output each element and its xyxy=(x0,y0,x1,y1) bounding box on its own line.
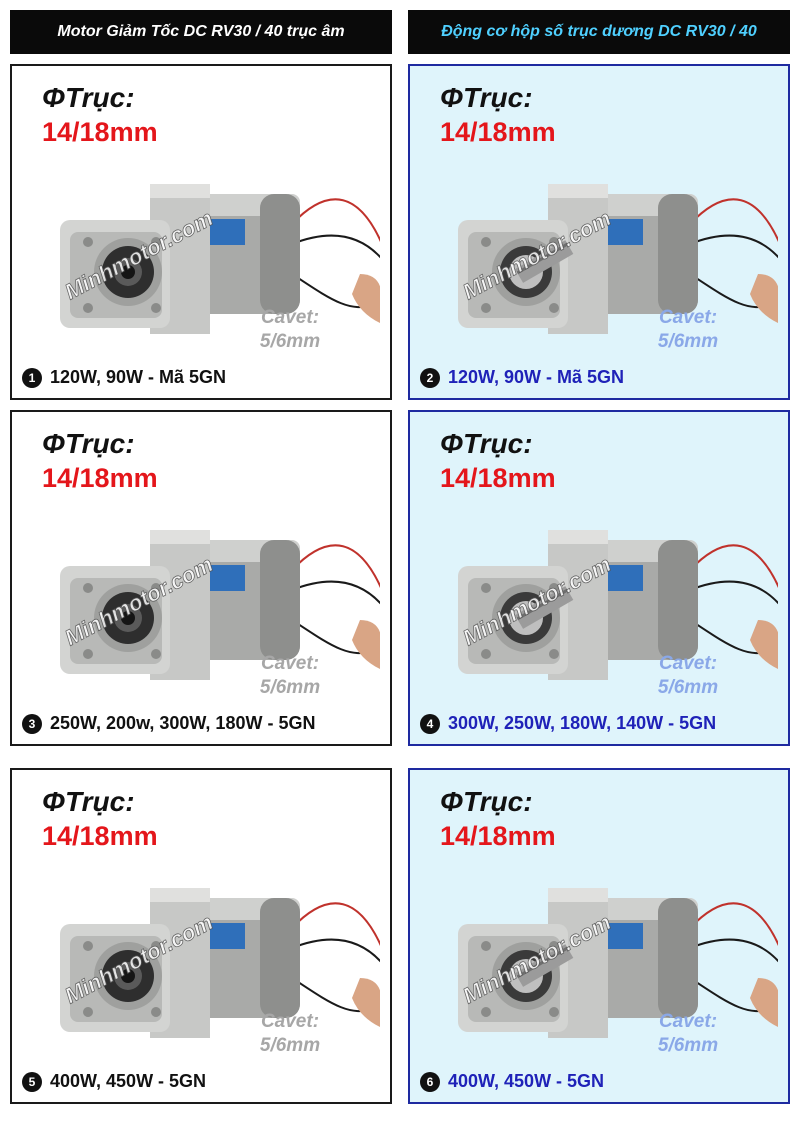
item-number-badge: 2 xyxy=(420,367,440,388)
item-number-badge: 3 xyxy=(22,713,42,734)
key-size-label: Cavet: xyxy=(658,1011,718,1032)
shaft-label: ΦTrục: xyxy=(42,82,135,113)
shaft-diameter: 14/18mm xyxy=(42,821,158,851)
key-size-label: Cavet: xyxy=(260,653,320,674)
key-size-value: 5/6mm xyxy=(657,677,719,698)
power-ratings: 120W, 90W - Mã 5GN xyxy=(50,367,227,387)
power-ratings: 400W, 450W - 5GN xyxy=(50,1071,207,1091)
power-caption: 2 120W, 90W - Mã 5GN xyxy=(420,367,624,388)
shaft-label: ΦTrục: xyxy=(440,786,533,817)
gear-motor-image: Minhmotor.com xyxy=(60,184,380,334)
key-size: Cavet: 5/6mm xyxy=(240,306,340,354)
shaft-label: ΦTrục: xyxy=(42,786,135,817)
shaft-label: ΦTrục: xyxy=(42,428,135,459)
item-number-badge: 6 xyxy=(420,1071,440,1092)
gear-motor-image: Minhmotor.com xyxy=(458,888,778,1038)
item-number-badge: 5 xyxy=(22,1071,42,1092)
power-caption: 4 300W, 250W, 180W, 140W - 5GN xyxy=(420,713,716,734)
key-size: Cavet: 5/6mm xyxy=(240,652,340,700)
key-size-value: 5/6mm xyxy=(259,677,321,698)
gear-motor-image: Minhmotor.com xyxy=(60,530,380,680)
key-size-value: 5/6mm xyxy=(657,1035,719,1056)
key-size-label: Cavet: xyxy=(658,307,718,328)
key-size: Cavet: 5/6mm xyxy=(638,1010,738,1058)
power-ratings: 120W, 90W - Mã 5GN xyxy=(448,367,625,387)
shaft-diameter: 14/18mm xyxy=(42,463,158,493)
key-size: Cavet: 5/6mm xyxy=(638,306,738,354)
power-caption: 3 250W, 200w, 300W, 180W - 5GN xyxy=(22,713,315,734)
key-size: Cavet: 5/6mm xyxy=(638,652,738,700)
item-number-badge: 4 xyxy=(420,713,440,734)
shaft-diameter: 14/18mm xyxy=(440,463,556,493)
gear-motor-image: Minhmotor.com xyxy=(458,184,778,334)
power-caption: 1 120W, 90W - Mã 5GN xyxy=(22,367,226,388)
item-number-badge: 1 xyxy=(22,367,42,388)
shaft-diameter: 14/18mm xyxy=(42,117,158,147)
shaft-diameter: 14/18mm xyxy=(440,821,556,851)
key-size-value: 5/6mm xyxy=(259,1035,321,1056)
power-ratings: 400W, 450W - 5GN xyxy=(448,1071,605,1091)
key-size-label: Cavet: xyxy=(260,1011,320,1032)
gear-motor-image: Minhmotor.com xyxy=(60,888,380,1038)
power-caption: 6 400W, 450W - 5GN xyxy=(420,1071,604,1092)
gear-motor-image: Minhmotor.com xyxy=(458,530,778,680)
power-ratings: 250W, 200w, 300W, 180W - 5GN xyxy=(50,713,316,733)
key-size-value: 5/6mm xyxy=(657,331,719,352)
key-size-label: Cavet: xyxy=(658,653,718,674)
header-solid-shaft: Động cơ hộp số trục dương DC RV30 / 40 xyxy=(408,10,790,54)
power-ratings: 300W, 250W, 180W, 140W - 5GN xyxy=(448,713,717,733)
power-caption: 5 400W, 450W - 5GN xyxy=(22,1071,206,1092)
header-hollow-shaft: Motor Giảm Tốc DC RV30 / 40 trục âm xyxy=(10,10,392,54)
shaft-label: ΦTrục: xyxy=(440,428,533,459)
shaft-diameter: 14/18mm xyxy=(440,117,556,147)
key-size: Cavet: 5/6mm xyxy=(240,1010,340,1058)
key-size-value: 5/6mm xyxy=(259,331,321,352)
key-size-label: Cavet: xyxy=(260,307,320,328)
shaft-label: ΦTrục: xyxy=(440,82,533,113)
